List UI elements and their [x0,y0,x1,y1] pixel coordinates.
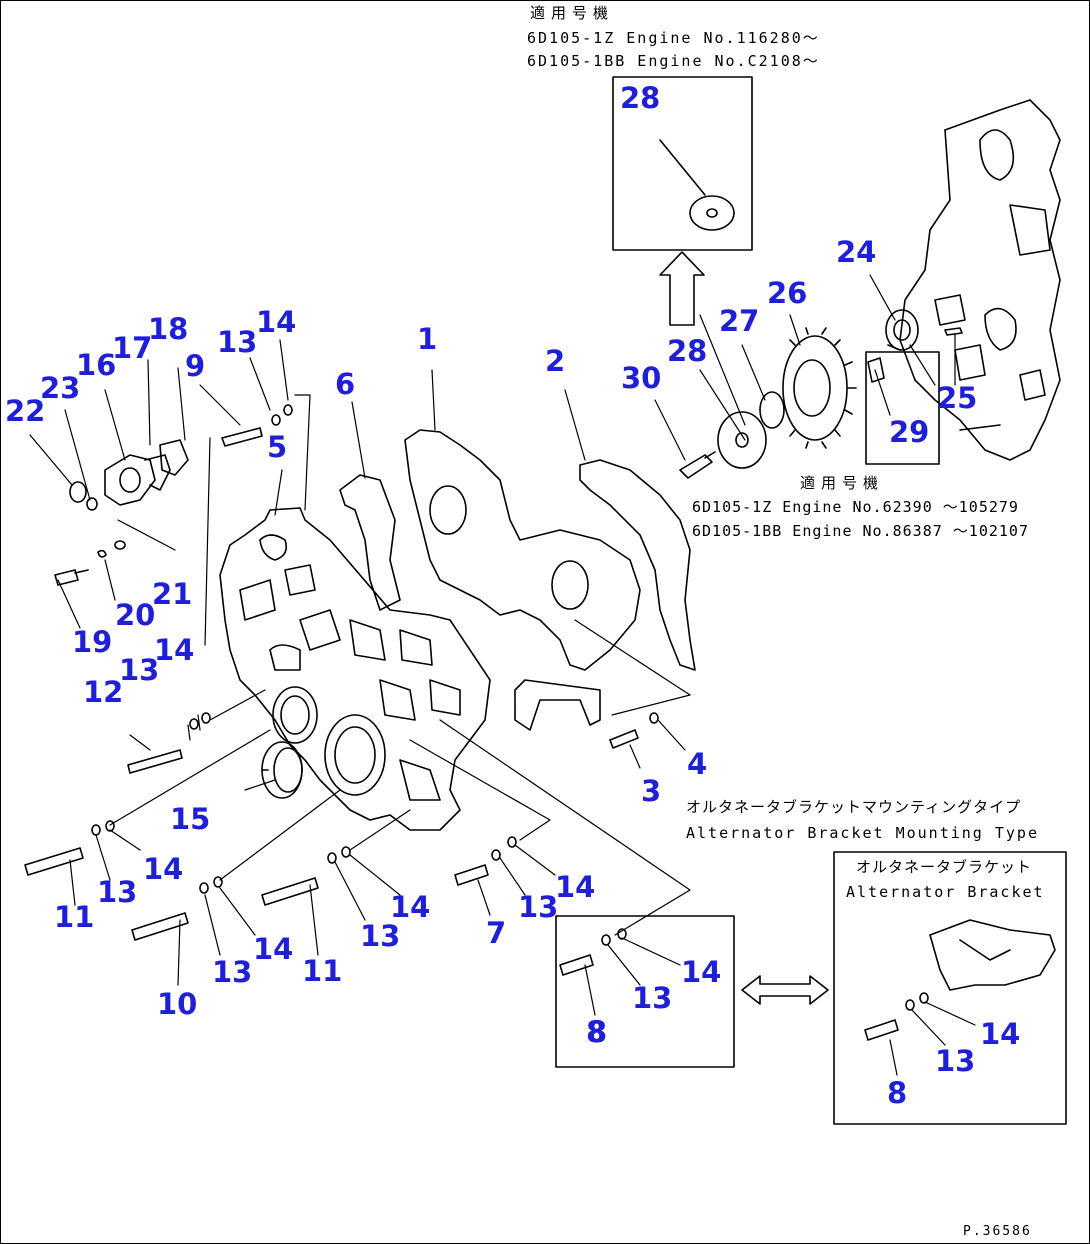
idler-gear-drawing [782,327,857,449]
alternator-box-en: Alternator Bracket [846,883,1045,901]
washer-28-inset-drawing [689,195,735,231]
gasket-2-drawing [579,459,696,671]
inset-29-box [865,351,940,465]
callout-5: 5 [267,430,288,464]
drawing-id: P.36586 [963,1224,1032,1239]
callout-2: 2 [545,344,566,378]
callout-20: 20 [115,598,156,632]
callout-9: 9 [185,349,206,383]
callout-16: 16 [76,348,117,382]
callout-14-bracket: 14 [980,1017,1021,1051]
callout-15: 15 [170,802,211,836]
bushing-drawing [759,391,785,429]
callout-14-f: 14 [555,870,596,904]
callout-23: 23 [40,371,81,405]
callout-14-a: 14 [256,305,297,339]
callout-17: 17 [112,331,153,365]
alternator-bracket-box [833,851,1067,1125]
callout-13-center: 13 [632,981,673,1015]
mid-note-line1: 6D105-1Z Engine No.62390 〜105279 [692,498,1019,516]
callout-7: 7 [486,916,507,950]
header-note-title: 適用号機 [530,4,615,22]
bolt-30-drawing [679,451,716,479]
callout-13-bracket: 13 [935,1044,976,1078]
callout-13-a: 13 [217,325,258,359]
washer-28-drawing [717,411,767,469]
callout-14-d: 14 [253,932,294,966]
alternator-bracket-drawing [929,919,1056,991]
callout-13-e: 13 [360,919,401,953]
engine-block-drawing [899,99,1061,461]
header-note-line1: 6D105-1Z Engine No.116280〜 [527,29,820,47]
callout-13-c: 13 [97,875,138,909]
callout-27: 27 [719,304,760,338]
callout-14-b: 14 [154,633,195,667]
leader-lines [29,274,976,1076]
alternator-type-en: Alternator Bracket Mounting Type [686,824,1039,842]
callout-6: 6 [335,367,356,401]
gear-case-drawing [219,507,491,831]
callout-14-c: 14 [143,852,184,886]
double-arrow [741,975,829,1005]
pump-drawing [54,439,189,586]
callout-11-left: 11 [54,900,95,934]
callout-18: 18 [148,312,189,346]
callout-13-d: 13 [212,955,253,989]
callout-24: 24 [836,235,877,269]
callout-1: 1 [417,322,438,356]
mid-note-title: 適用号機 [800,474,885,492]
callout-10: 10 [157,987,198,1021]
callout-11-right: 11 [302,954,343,988]
idler-shaft-drawing [867,309,963,383]
bolts-drawing [24,404,929,1041]
callout-25: 25 [937,381,978,415]
callout-4: 4 [687,747,708,781]
callout-8-center: 8 [587,1015,608,1049]
header-note-line2: 6D105-1BB Engine No.C2108〜 [527,52,820,70]
inset-8-box [555,915,735,1068]
mid-note-line2: 6D105-1BB Engine No.86387 〜102107 [692,522,1029,540]
callout-30: 30 [621,361,662,395]
callout-3: 3 [641,774,662,808]
up-arrow [659,251,705,326]
callout-21: 21 [152,577,193,611]
callout-12: 12 [83,675,124,709]
callout-8-inset: 8 [586,1015,607,1049]
inset-28-box [612,76,753,251]
callout-28: 28 [667,334,708,368]
callout-14-e: 14 [390,890,431,924]
callout-19: 19 [72,625,113,659]
callout-26: 26 [767,276,808,310]
callout-14-center: 14 [681,955,722,989]
callout-13-f: 13 [518,890,559,924]
front-plate-drawing [404,429,641,731]
callout-13-b: 13 [119,653,160,687]
seal-drawing [261,741,303,799]
callout-29: 29 [889,415,930,449]
gasket-6-drawing [339,474,401,611]
callout-28-inset: 28 [620,81,661,115]
alternator-type-jp: オルタネータブラケットマウンティングタイプ [686,798,1022,816]
callout-22: 22 [5,394,46,428]
alternator-box-jp: オルタネータブラケット [856,858,1033,876]
callout-8-bracket: 8 [887,1076,908,1110]
